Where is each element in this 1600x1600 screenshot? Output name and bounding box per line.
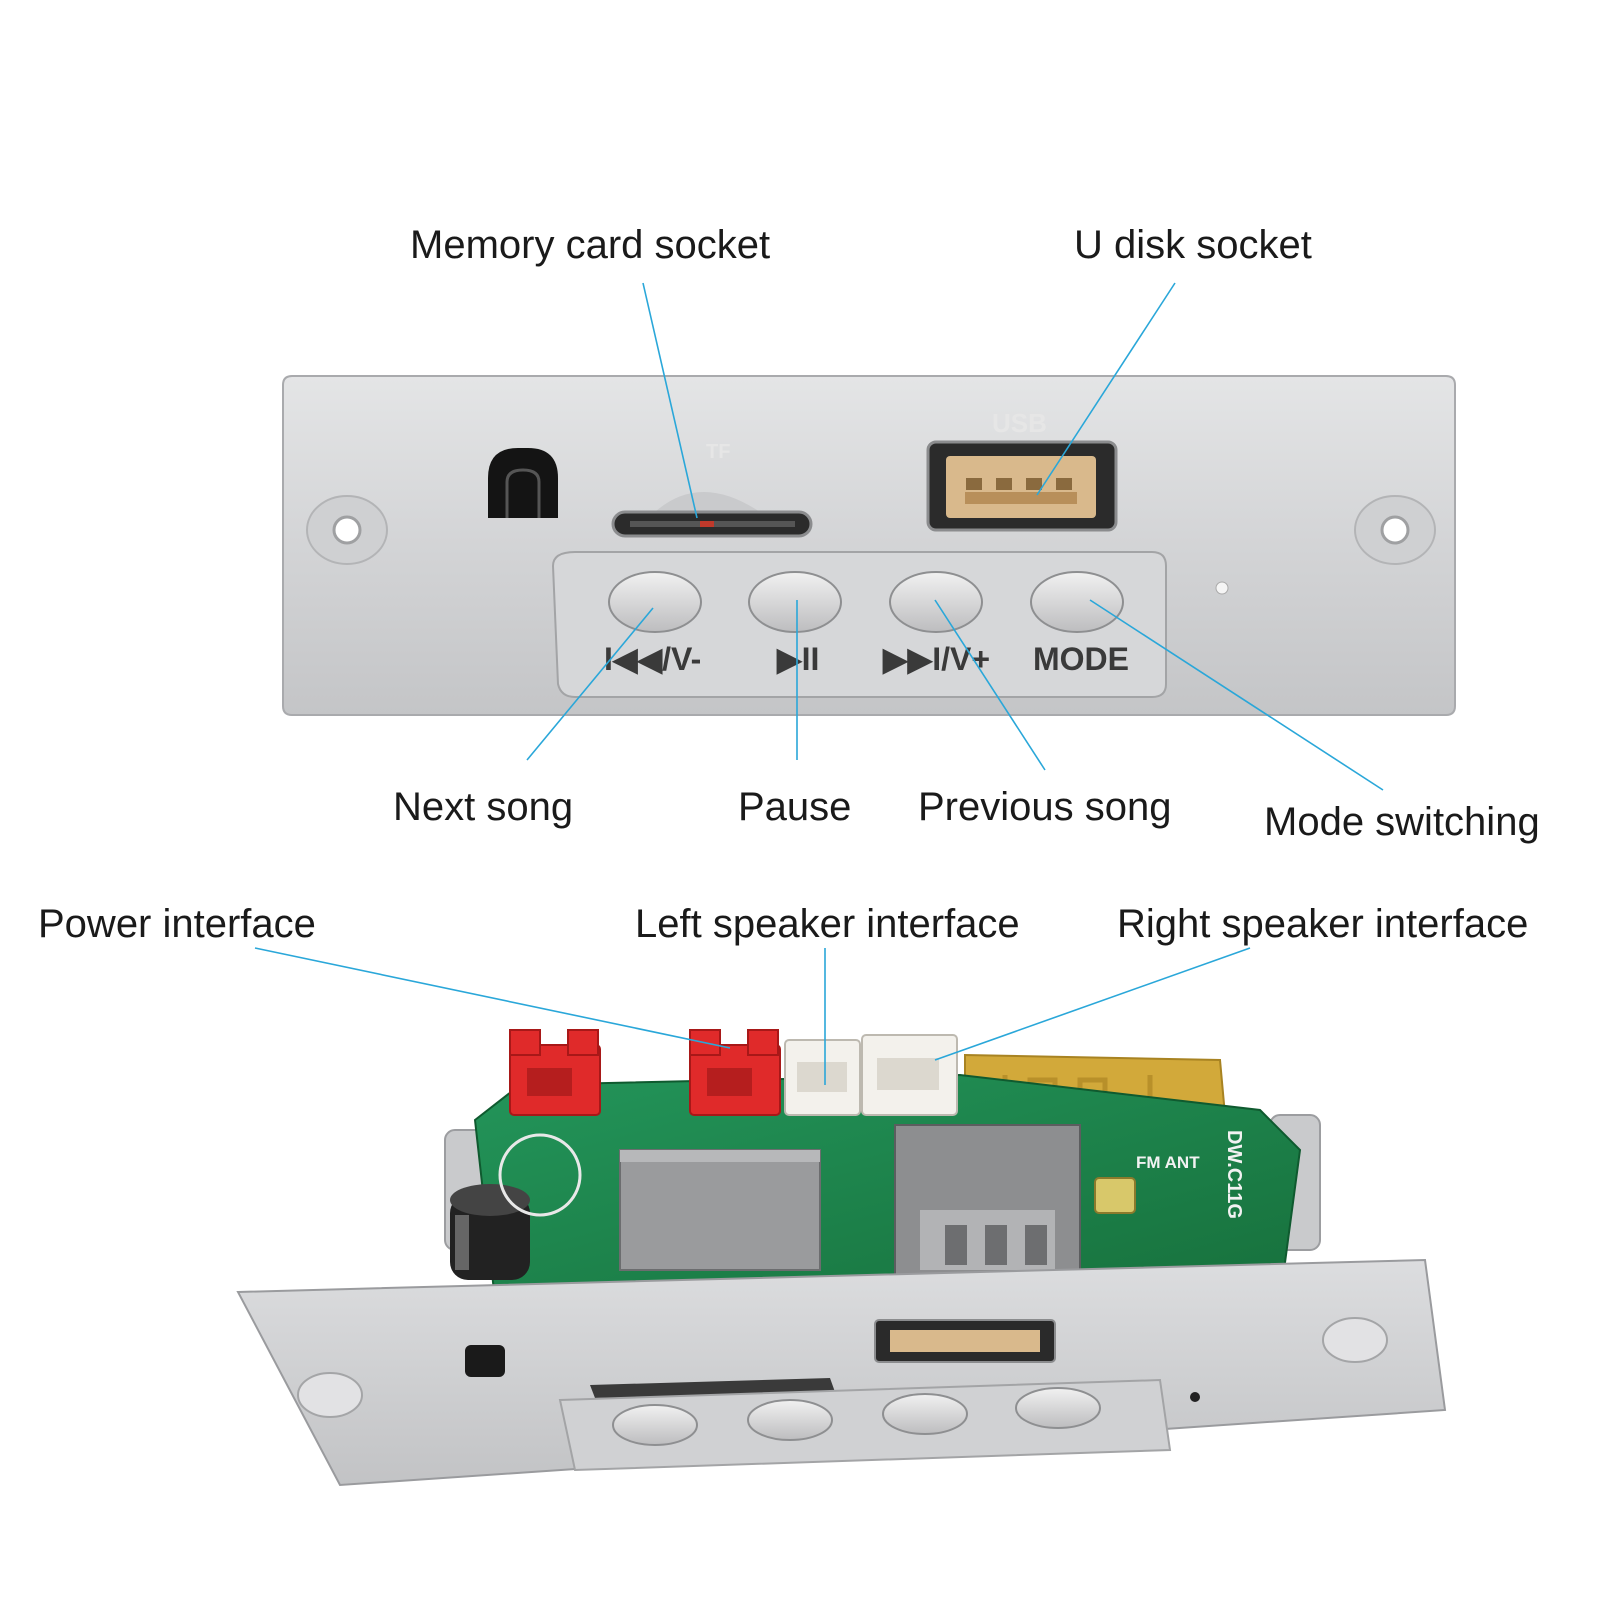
right-speaker-interface-label: Right speaker interface xyxy=(1117,902,1528,946)
angled-btn-1 xyxy=(612,1404,698,1446)
pause-label: Pause xyxy=(738,785,851,829)
usb-port[interactable] xyxy=(926,440,1118,532)
mode-switching-label: Mode switching xyxy=(1264,800,1540,844)
power-interface-label: Power interface xyxy=(38,902,316,946)
gnd-silk-circle xyxy=(498,1133,582,1217)
mode-button[interactable]: MODE xyxy=(1030,571,1129,677)
memory-card-slot[interactable] xyxy=(611,510,813,538)
fm-ant-marking: FM ANT xyxy=(1136,1153,1200,1172)
leader-lines xyxy=(254,282,1384,1085)
memory-card-socket-label: Memory card socket xyxy=(410,223,770,267)
angled-ir-window xyxy=(465,1345,505,1377)
right-speaker-connector xyxy=(861,1034,958,1116)
u-disk-socket-label: U disk socket xyxy=(1074,223,1312,267)
board-id-marking: DW.C11G xyxy=(1223,1130,1245,1219)
right-mounting-hole-icon xyxy=(1354,495,1436,565)
front-panel: TF USB I◀◀/V- ▶II xyxy=(282,375,1456,716)
board-assembly: FM ANT DW.C11G xyxy=(236,1029,1447,1487)
tf-slot-housing xyxy=(619,1149,821,1271)
previous-song-label: Previous song xyxy=(918,785,1171,829)
status-led xyxy=(1215,581,1229,595)
angled-btn-2 xyxy=(747,1399,833,1441)
angled-right-hole-icon xyxy=(1322,1317,1388,1363)
mode-label: MODE xyxy=(1033,641,1129,677)
ir-receiver-icon xyxy=(488,448,558,518)
left-speaker-connector xyxy=(784,1039,861,1116)
usb-marking: USB xyxy=(992,408,1047,438)
usb-housing xyxy=(894,1124,1081,1276)
prev-volume-down-button[interactable]: I◀◀/V- xyxy=(604,571,702,677)
prev-volume-down-label: I◀◀/V- xyxy=(604,641,701,677)
angled-btn-3 xyxy=(882,1393,968,1435)
power-connector-1 xyxy=(509,1029,601,1116)
next-volume-up-label: ▶▶I/V+ xyxy=(882,641,990,677)
left-speaker-interface-label: Left speaker interface xyxy=(635,902,1020,946)
left-mounting-hole-icon xyxy=(306,495,388,565)
next-song-label: Next song xyxy=(393,785,573,829)
tf-marking: TF xyxy=(706,441,730,463)
angled-btn-4 xyxy=(1015,1387,1101,1429)
angled-left-hole-icon xyxy=(297,1372,363,1418)
capacitor-icon xyxy=(450,1184,530,1280)
